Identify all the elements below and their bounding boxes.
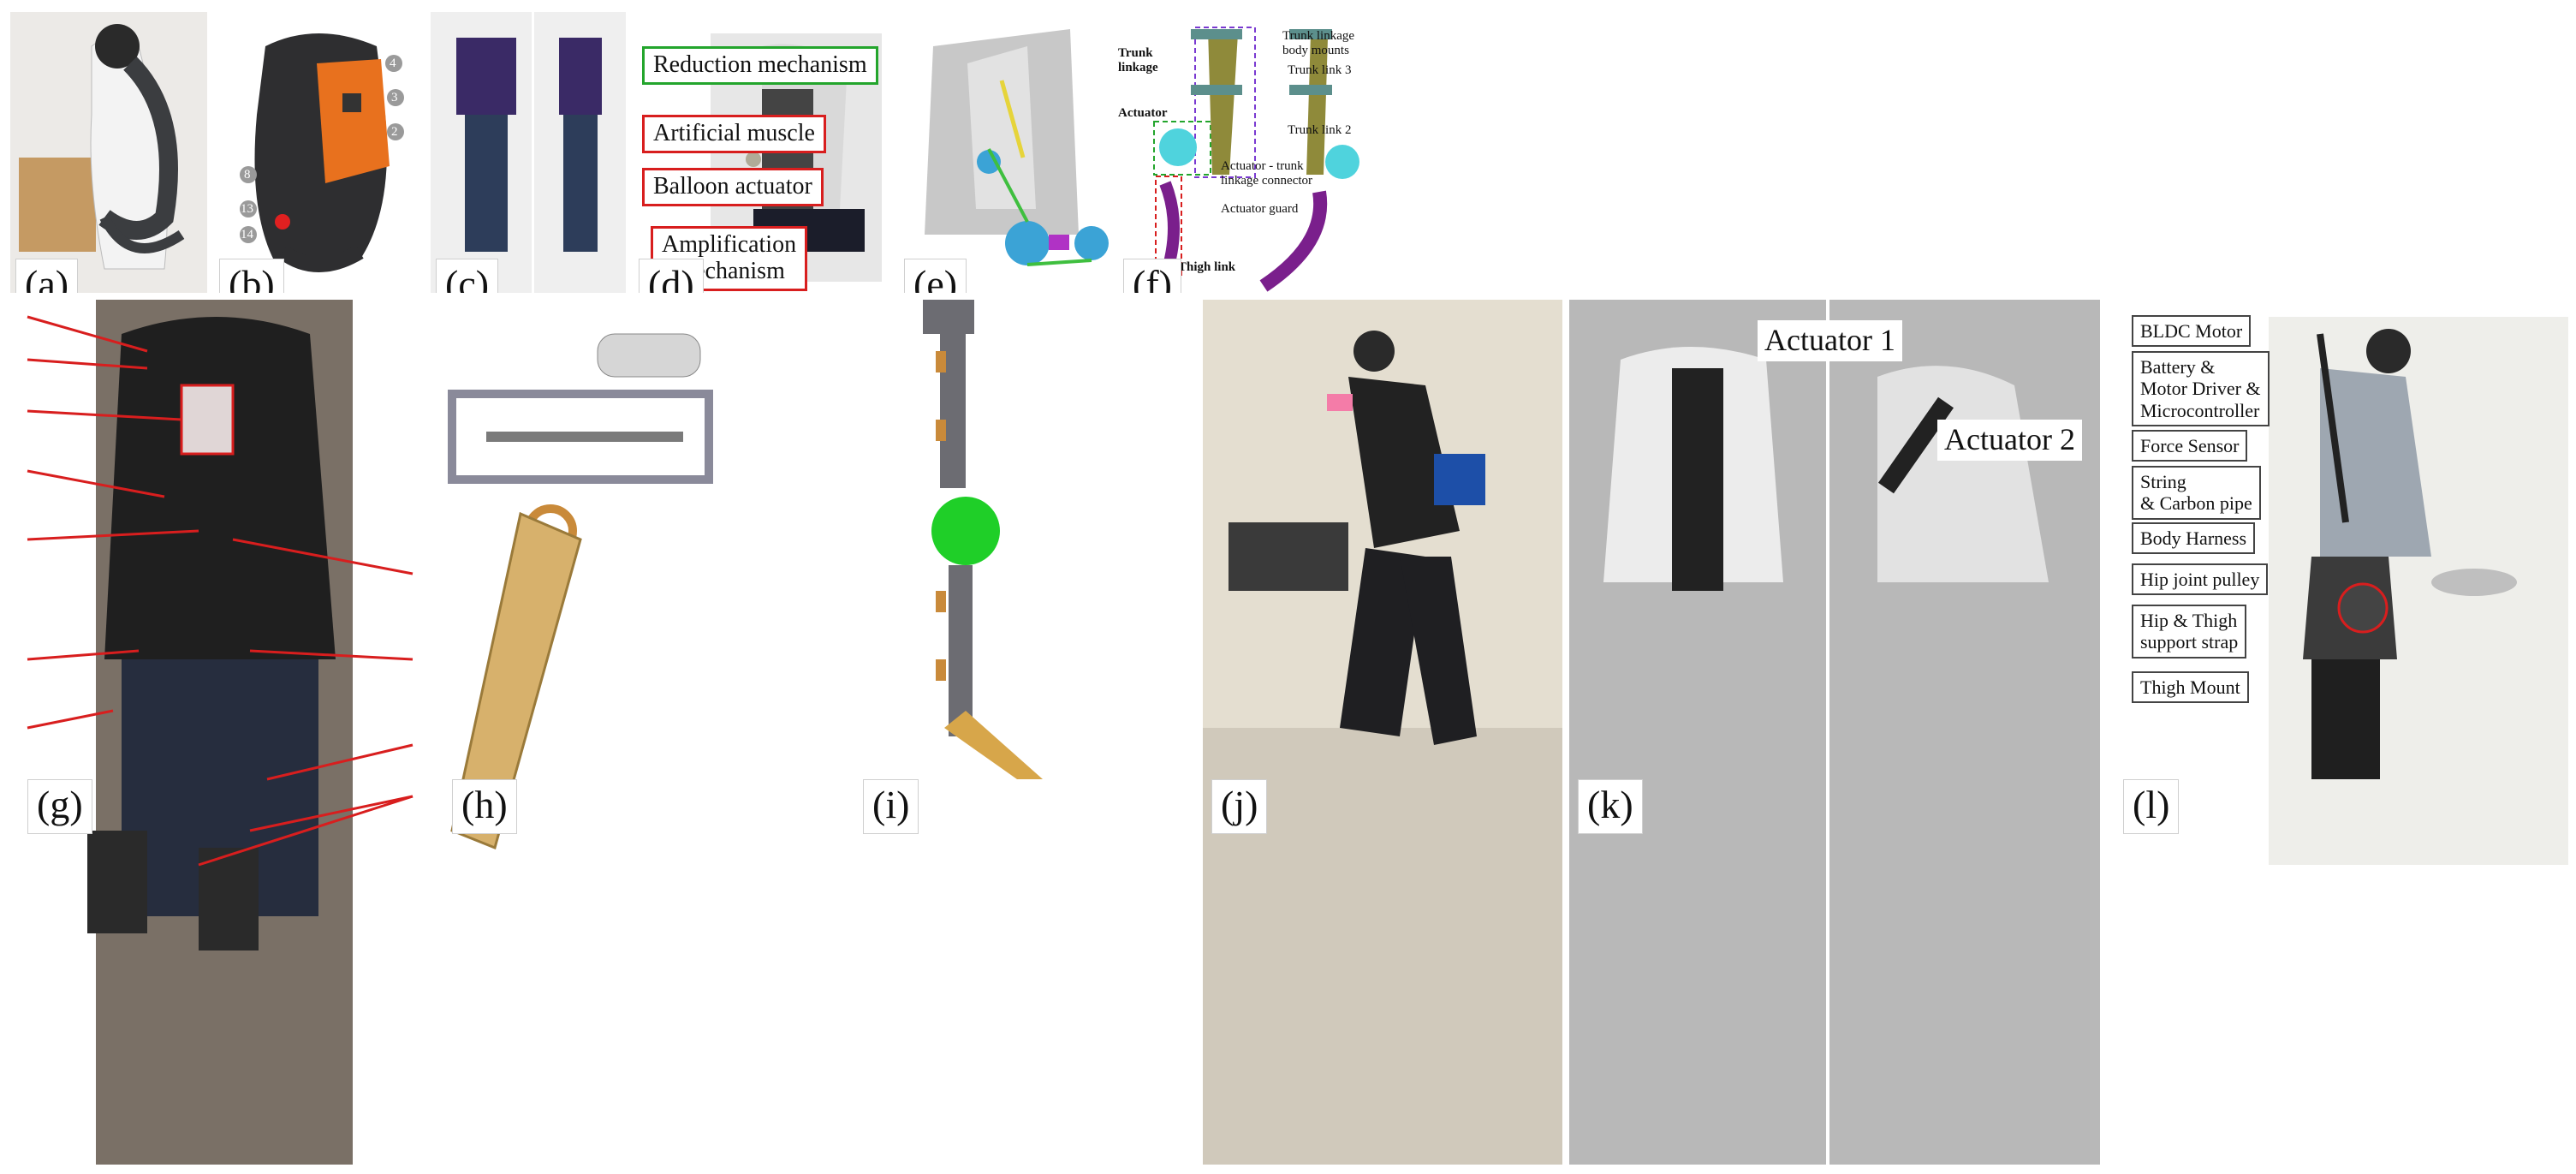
panel-l-force-sensor: Force Sensor [2132,430,2248,462]
panel-b-num-2: 2 [391,125,398,139]
panel-h: (h) [435,300,837,1165]
panel-d-reduction-label: Reduction mechanism [642,46,878,85]
panel-b-num-14: 14 [241,228,253,241]
panel-b-num-13: 13 [241,202,253,216]
panel-f-connector: Actuator - trunk linkage connector [1221,159,1313,188]
panel-h-cad [448,333,713,850]
panel-i-cad [923,300,1043,779]
panel-k: Actuator 1 Actuator 2 (k) [1569,300,2100,1165]
panel-f-cad [1153,27,1359,292]
panel-k-actuator2: Actuator 2 [1937,420,2082,461]
panel-k-actuator1: Actuator 1 [1758,320,1902,361]
panel-c: (c) [431,12,626,293]
panel-l-label: (l) [2123,779,2180,834]
panel-b-num-3: 3 [391,91,398,104]
panel-b-illustration [240,33,404,272]
panel-k-photo [1569,300,2100,1165]
panel-d-label: (d) [639,259,704,293]
panel-l-battery: Battery & Motor Driver & Microcontroller [2132,351,2270,426]
panel-f-guard: Actuator guard [1221,202,1299,216]
panel-a-label: (a) [15,259,79,293]
panel-l-body-harness: Body Harness [2132,522,2256,555]
panel-a: (a) [10,12,207,293]
panel-e: (e) [899,12,1111,293]
panel-f-thigh: Thigh link [1178,260,1236,274]
panel-f: Trunk linkage Trunk linkage body mounts … [1118,12,1363,293]
panel-f-body-mounts: Trunk linkage body mounts [1282,29,1355,57]
panel-c-photo [431,12,626,293]
panel-j-label: (j) [1211,779,1268,834]
panel-f-link3: Trunk link 3 [1288,63,1352,77]
panel-f-label: (f) [1123,259,1181,293]
panel-a-photo [10,12,207,293]
panel-g-label: (g) [27,779,92,834]
panel-k-label: (k) [1578,779,1643,834]
panel-l-support-strap: Hip & Thigh support strap [2132,605,2247,659]
panel-e-label: (e) [904,259,967,293]
panel-b: 4 3 2 8 13 14 (b) [214,12,424,293]
panel-g: (g) [10,300,430,1165]
panel-l-string-carbon: String & Carbon pipe [2132,466,2261,520]
panel-d-muscle-label: Artificial muscle [642,115,826,153]
panel-h-label: (h) [452,779,517,834]
panel-f-actuator: Actuator [1118,106,1168,120]
panel-b-label: (b) [219,259,284,293]
panel-i-label: (i) [863,779,919,834]
panel-j: (j) [1203,300,1562,1165]
panel-f-trunk-linkage: Trunk linkage [1118,46,1158,74]
panel-l: BLDC Motor Battery & Motor Driver & Micr… [2106,300,2568,1165]
panel-d: Reduction mechanism Artificial muscle Ba… [634,12,890,293]
panel-l-hip-pulley: Hip joint pulley [2132,563,2269,596]
panel-f-link2: Trunk link 2 [1288,123,1352,137]
panel-l-bldc-motor: BLDC Motor [2132,315,2252,348]
panel-l-thigh-mount: Thigh Mount [2132,671,2249,704]
panel-e-cad [925,29,1109,266]
panel-l-photo [2269,317,2568,865]
panel-g-photo [27,300,413,1165]
panel-d-balloon-label: Balloon actuator [642,168,824,206]
panel-b-num-8: 8 [244,168,251,182]
panel-j-photo [1203,300,1562,1165]
panel-i: (i) [846,300,1197,1165]
panel-b-num-4: 4 [390,57,396,70]
panel-c-label: (c) [436,259,499,293]
